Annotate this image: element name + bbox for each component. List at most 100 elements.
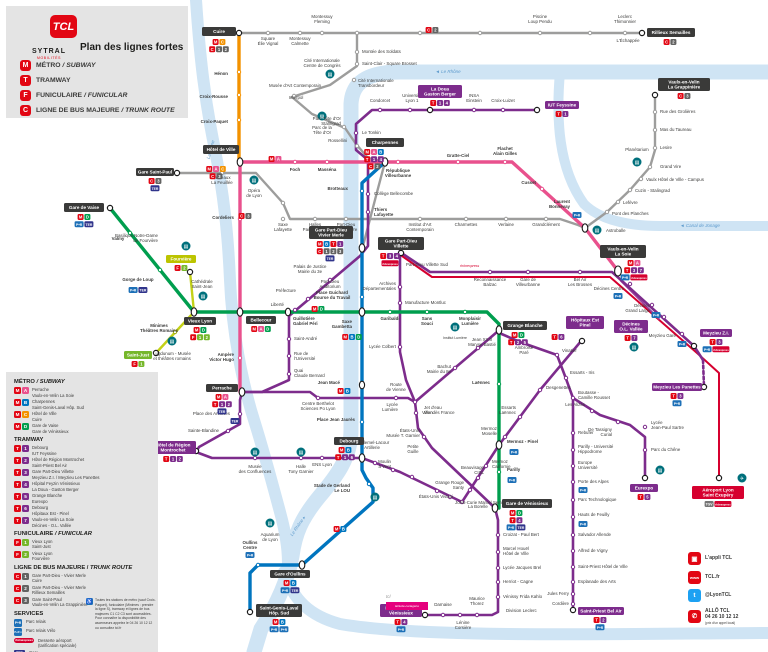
badge-text: rhônexpress (715, 503, 731, 507)
badge-T (624, 267, 631, 274)
station (447, 494, 453, 500)
terminus-box (206, 384, 238, 392)
label-line: Musée T. Garnier (386, 433, 420, 438)
line-badge: B (22, 399, 29, 407)
badge-TER (138, 287, 148, 293)
station (589, 408, 595, 414)
landmark-icon (181, 241, 191, 251)
station-label: Manufacture Montluc (405, 300, 447, 305)
badge-4 (401, 619, 408, 625)
mode-label: FUNICULAIRE / FUNICULAR (36, 92, 128, 99)
badge-text: T (510, 340, 513, 345)
label-line: Élie Vignal (258, 41, 279, 46)
station (496, 381, 502, 387)
station (495, 565, 501, 571)
label-line: Jet d'eau (424, 405, 442, 410)
label-line: Université (578, 465, 598, 470)
badge-text: TER (219, 410, 226, 414)
label-line: Bourse du Travail (314, 295, 351, 300)
badge-text: T (672, 394, 675, 399)
terminus-box-label: Vaulx-en-Velin (607, 247, 638, 252)
station-hub (491, 503, 499, 513)
terminus-box (658, 78, 710, 91)
badge-text: 4 (403, 620, 406, 625)
station (496, 469, 502, 475)
badge-text: D (518, 511, 521, 516)
badge-text: 1 (221, 402, 224, 407)
station (236, 92, 242, 98)
badge-text: 1 (344, 455, 347, 460)
badge-PR (128, 287, 138, 293)
station (236, 69, 242, 75)
label-line: Corsière (455, 625, 472, 630)
label-line: Darnaise (434, 602, 452, 607)
badge-text: D (357, 335, 360, 340)
station-hub (238, 387, 246, 397)
station (252, 455, 258, 461)
landmark-icon (249, 175, 259, 185)
label-line: Part-Dieu (321, 279, 340, 284)
station (483, 463, 489, 469)
terminus-box (578, 607, 624, 615)
label-line: rhônexpress (460, 264, 480, 268)
landmark-glyph: ▤ (170, 339, 175, 345)
badge-text: 4 (380, 157, 383, 162)
station (319, 455, 325, 461)
line-badge: F (14, 539, 21, 547)
station-label: Place Jean Jaurès (317, 417, 356, 422)
badge-text: 2 (225, 47, 228, 52)
badge-text: D (320, 307, 323, 312)
mode-label: TRAMWAY (36, 77, 71, 84)
line-badge: M (14, 423, 21, 431)
badge-3 (677, 393, 684, 399)
badge-Co (219, 39, 226, 45)
terminus-box-label: Saint-Genis-Laval (260, 606, 299, 611)
label-line: Ampère (218, 352, 235, 357)
badge-text: B (292, 581, 295, 586)
station-label: Décines Centre (594, 286, 625, 291)
terminus-box-label: Rillieux Semailles (652, 30, 691, 35)
badge-text: P+R (653, 314, 660, 318)
station (324, 159, 330, 165)
label-line: Cuzin - Stalingrad (635, 188, 670, 193)
station (459, 499, 465, 505)
station-label: Pont des Planches (612, 211, 649, 216)
badge-text: 6 (351, 455, 354, 460)
station-label: Cuzin - Stalingrad (635, 188, 670, 193)
station (457, 612, 463, 618)
badge-T (551, 334, 558, 340)
badge-text: TER (518, 526, 525, 530)
label-line: Institut Lumière (443, 336, 467, 340)
station (615, 419, 621, 425)
badge-Cb (209, 173, 216, 180)
badge-2 (515, 339, 521, 346)
accessibility-note: ♿ Toutes les stations de métro (sauf Cro… (86, 598, 156, 630)
river-label: ◄ Le Rhône (435, 69, 461, 74)
label-line: Opéra (248, 188, 261, 193)
label-line: Lycée (651, 420, 663, 425)
app-icon: ▣ (688, 552, 701, 565)
station-label: Sainte-Blandine (188, 428, 220, 433)
badge-D (84, 214, 91, 220)
label-line: Place Jean Jaurès (317, 417, 356, 422)
badge-PR (507, 477, 517, 483)
badge-text: T (432, 101, 435, 106)
station (525, 269, 531, 275)
badge-2 (176, 456, 183, 462)
station-terminus (715, 474, 723, 482)
station-terminus (186, 268, 194, 276)
landmark-icon (265, 518, 275, 528)
station-label: Grand Vire (660, 164, 682, 169)
station-terminus (106, 204, 114, 212)
badge-c3 (216, 173, 223, 180)
station-label: Les Alizés (565, 402, 586, 407)
